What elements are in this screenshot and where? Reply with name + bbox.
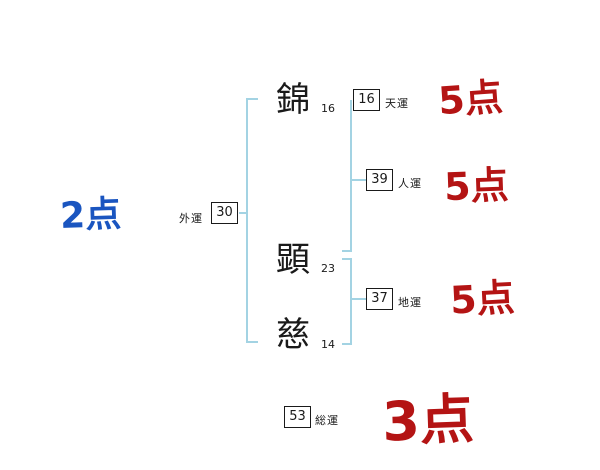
right-bracket-lower-vertical-line	[350, 258, 352, 345]
right-bracket-lower-top-tick	[342, 258, 350, 260]
ten-un-label: 天運	[385, 97, 409, 110]
ten-un-value-box: 16	[353, 89, 380, 111]
name-char-3: 慈	[276, 315, 310, 355]
name-char-1-strokes: 16	[321, 102, 335, 115]
name-char-2-strokes: 23	[321, 262, 335, 275]
jin-un-label: 人運	[398, 177, 422, 190]
jin-un-connector-line	[352, 179, 366, 181]
name-char-1: 錦	[276, 80, 310, 120]
right-bracket-upper-bottom-tick	[342, 250, 350, 252]
ten-un-score: 5点	[436, 74, 505, 124]
right-bracket-upper-vertical-line	[350, 100, 352, 252]
jin-un-value-box: 39	[366, 169, 393, 191]
sou-un-label: 総運	[315, 414, 339, 427]
right-bracket-lower-bottom-tick	[342, 343, 350, 345]
gai-un-connector-line	[239, 212, 246, 214]
gai-un-value-box: 30	[211, 202, 238, 224]
chi-un-score: 5点	[449, 275, 516, 323]
gai-un-label: 外運	[179, 212, 203, 225]
gai-un-score: 2点	[59, 193, 122, 238]
left-bracket-vertical-line	[246, 98, 248, 343]
left-bracket-top-tick	[246, 98, 258, 100]
sou-un-score: 3点	[381, 387, 475, 454]
chi-un-connector-line	[352, 298, 366, 300]
chi-un-value-box: 37	[366, 288, 393, 310]
sou-un-value-box: 53	[284, 406, 311, 428]
chi-un-label: 地運	[398, 296, 422, 309]
jin-un-score: 5点	[443, 162, 510, 210]
name-char-3-strokes: 14	[321, 338, 335, 351]
name-char-2: 顕	[276, 240, 310, 280]
left-bracket-bottom-tick	[246, 341, 258, 343]
